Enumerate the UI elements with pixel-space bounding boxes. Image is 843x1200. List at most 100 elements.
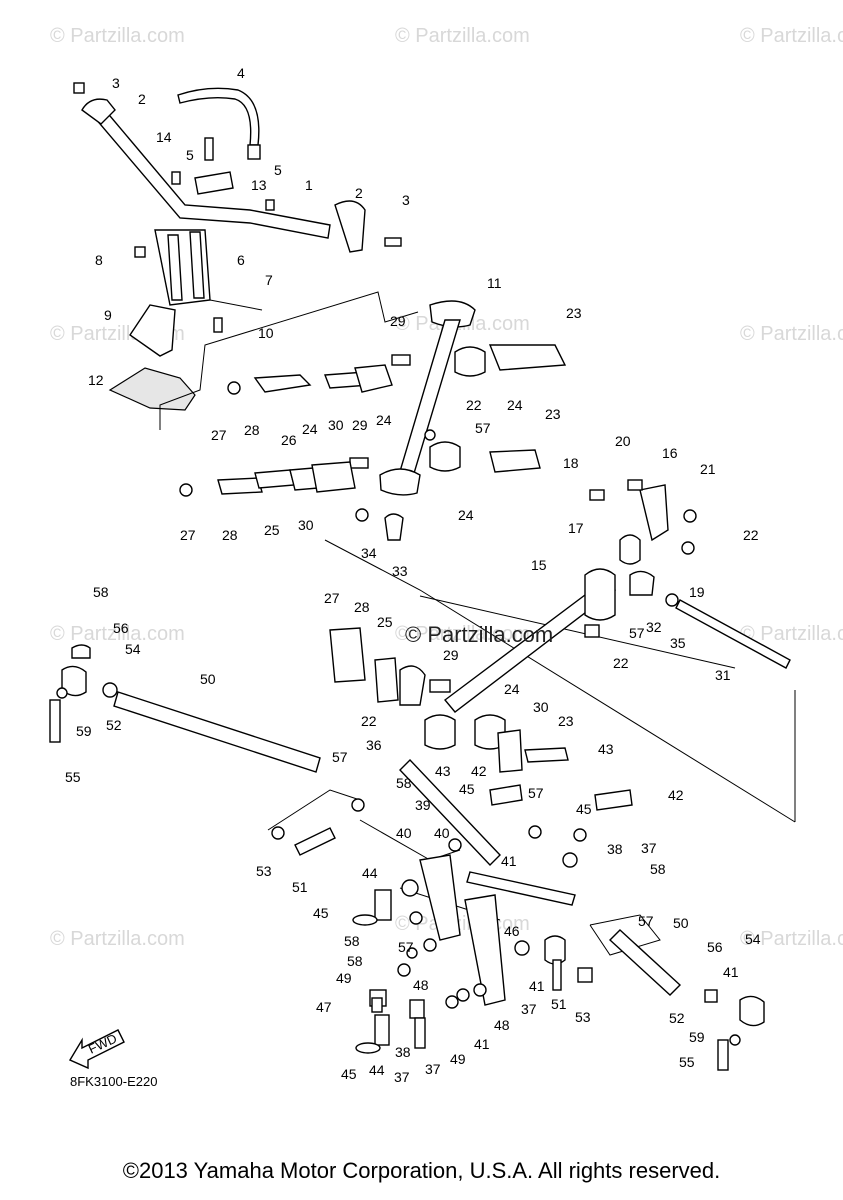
callout: 59 <box>689 1029 705 1045</box>
callout: 27 <box>324 590 340 606</box>
callout: 52 <box>669 1010 685 1026</box>
callout: 19 <box>689 584 705 600</box>
watermark: © Partzilla.com <box>740 928 843 950</box>
callout: 11 <box>487 275 502 291</box>
callout: 8 <box>95 252 103 268</box>
callout: 54 <box>125 641 141 657</box>
callout: 57 <box>332 749 348 765</box>
watermark: © Partzilla.com <box>50 623 185 645</box>
callout: 58 <box>93 584 109 600</box>
callout: 37 <box>521 1001 537 1017</box>
callout: 14 <box>156 129 172 145</box>
callout: 25 <box>264 522 280 538</box>
callout: 31 <box>715 667 731 683</box>
callout: 48 <box>494 1017 510 1033</box>
callout: 2 <box>355 185 363 201</box>
callout: 22 <box>361 713 377 729</box>
callout: 29 <box>390 313 406 329</box>
callout: 24 <box>458 507 474 523</box>
callout: 30 <box>533 699 549 715</box>
callout: 13 <box>251 177 267 193</box>
callout: 52 <box>106 717 122 733</box>
callout: 12 <box>88 372 104 388</box>
callout: 27 <box>211 427 227 443</box>
callout: 36 <box>366 737 382 753</box>
callout: 3 <box>402 192 410 208</box>
callout: 41 <box>723 964 739 980</box>
callout: 57 <box>629 625 645 641</box>
callout: 57 <box>638 913 654 929</box>
callout: 28 <box>244 422 260 438</box>
callout: 42 <box>668 787 684 803</box>
callout: 30 <box>328 417 344 433</box>
callout: 53 <box>256 863 272 879</box>
callout: 26 <box>281 432 297 448</box>
callout: 23 <box>566 305 582 321</box>
callout: 6 <box>237 252 245 268</box>
callout: 57 <box>475 420 491 436</box>
callout: 38 <box>395 1044 411 1060</box>
callout: 34 <box>361 545 377 561</box>
callout: 43 <box>598 741 614 757</box>
callout: 16 <box>662 445 678 461</box>
callout: 9 <box>104 307 112 323</box>
callout: 28 <box>222 527 238 543</box>
watermark: © Partzilla.com <box>395 623 530 645</box>
watermark: © Partzilla.com <box>395 25 530 47</box>
callout: 46 <box>504 923 520 939</box>
callout: 5 <box>274 162 282 178</box>
callout-labels: 3 2 4 14 5 13 1 5 2 3 8 6 7 9 10 12 11 2… <box>65 65 761 1085</box>
callout: 44 <box>362 865 378 881</box>
callout: 45 <box>341 1066 357 1082</box>
callout: 50 <box>200 671 216 687</box>
callout: 40 <box>396 825 412 841</box>
callout: 3 <box>112 75 120 91</box>
callout: 49 <box>336 970 352 986</box>
watermark: © Partzilla.com <box>50 25 185 47</box>
leader-lines <box>159 291 796 956</box>
callout: 37 <box>641 840 657 856</box>
callout: 30 <box>298 517 314 533</box>
callout: 47 <box>316 999 332 1015</box>
callout: 28 <box>354 599 370 615</box>
callout: 35 <box>670 635 686 651</box>
callout: 22 <box>743 527 759 543</box>
callout: 40 <box>434 825 450 841</box>
callout: 41 <box>474 1036 490 1052</box>
callout: 24 <box>302 421 318 437</box>
callout: 51 <box>551 996 567 1012</box>
callout: 54 <box>745 931 761 947</box>
callout: 29 <box>352 417 368 433</box>
callout: 49 <box>450 1051 466 1067</box>
callout: 29 <box>443 647 459 663</box>
watermark: © Partzilla.com <box>740 25 843 47</box>
callout: 4 <box>237 65 245 81</box>
callout: 23 <box>558 713 574 729</box>
tiller-handle-assembly <box>73 82 402 411</box>
link-rod-assembly <box>49 644 321 773</box>
callout: 37 <box>394 1069 410 1085</box>
callout: 33 <box>392 563 408 579</box>
callout: 57 <box>528 785 544 801</box>
callout: 45 <box>313 905 329 921</box>
watermark: © Partzilla.com <box>50 928 185 950</box>
callout: 24 <box>504 681 520 697</box>
callout: 41 <box>501 853 517 869</box>
callout: 45 <box>459 781 475 797</box>
callout: 41 <box>529 978 545 994</box>
callout: 56 <box>113 620 129 636</box>
callout: 51 <box>292 879 308 895</box>
callout: 39 <box>415 797 431 813</box>
callout: 32 <box>646 619 662 635</box>
callout: 5 <box>186 147 194 163</box>
copyright-notice: ©2013 Yamaha Motor Corporation, U.S.A. A… <box>122 1158 721 1183</box>
callout: 45 <box>576 801 592 817</box>
watermark: © Partzilla.com <box>740 623 843 645</box>
callout: 15 <box>531 557 547 573</box>
callout: 10 <box>258 325 274 341</box>
callout: 53 <box>575 1009 591 1025</box>
callout: 23 <box>545 406 561 422</box>
lower-linkage-assembly <box>271 627 765 1071</box>
callout: 2 <box>138 91 146 107</box>
